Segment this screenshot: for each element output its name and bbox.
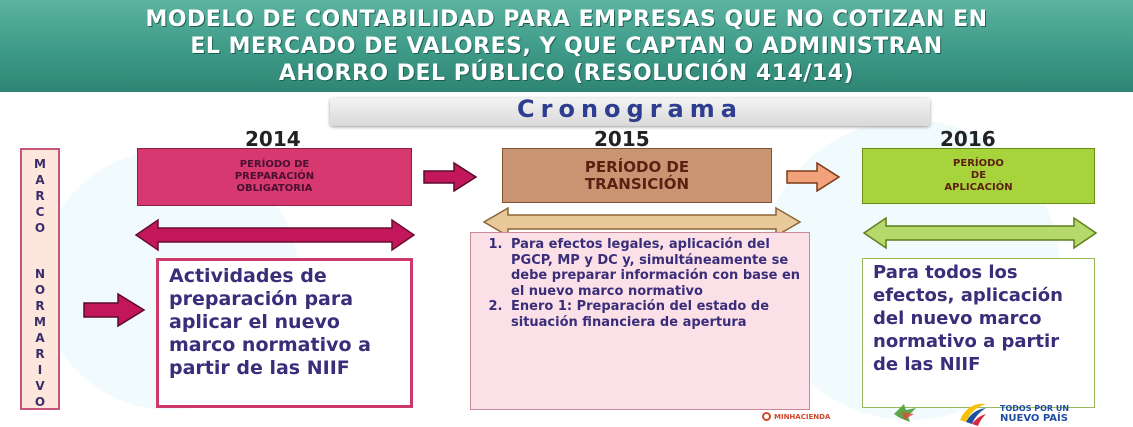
period-3-line-2: DE — [970, 170, 987, 181]
right-arrow-icon — [786, 161, 841, 193]
side-label-letter: O — [34, 395, 46, 409]
list-item: Enero 1: Preparación del estado de situa… — [507, 299, 801, 330]
side-label-letter: M — [34, 157, 46, 171]
ministry-logo: MINHACIENDA — [762, 412, 830, 421]
slogan-line-1: TODOS POR UN — [1000, 404, 1070, 413]
side-label-letter: O — [34, 221, 46, 235]
colombia-emblem-icon — [894, 404, 916, 422]
content-transicion: Para efectos legales, aplicación del PGC… — [470, 232, 810, 410]
slogan-text: TODOS POR UN NUEVO PAÍS — [1000, 404, 1069, 424]
double-arrow-icon — [134, 218, 416, 252]
flag-swoosh-icon — [960, 403, 986, 426]
side-label-letter: N — [34, 267, 46, 281]
period-3-line-3: APLICACIÓN — [944, 182, 1013, 193]
year-2014: 2014 — [245, 127, 301, 151]
double-arrow-icon — [862, 216, 1098, 250]
period-1-line-3: OBLIGATORIA — [236, 183, 313, 194]
period-preparacion: PERÍODO DE PREPARACIÓN OBLIGATORIA — [137, 148, 412, 206]
subtitle-bar — [330, 98, 930, 126]
period-1-line-2: PREPARACIÓN — [234, 171, 315, 182]
header-title-line-3: AHORRO DEL PÚBLICO (RESOLUCIÓN 414/14) — [278, 61, 855, 86]
header-banner: MODELO DE CONTABILIDAD PARA EMPRESAS QUE… — [0, 0, 1133, 92]
header-title-line-2: EL MERCADO DE VALORES, Y QUE CAPTAN O AD… — [190, 34, 943, 59]
period-1-line-1: PERÍODO DE — [239, 159, 310, 170]
content-preparacion: Actividades de preparación para aplicar … — [156, 258, 413, 408]
slogan-line-2: NUEVO PAÍS — [1000, 413, 1068, 424]
list-item: Para efectos legales, aplicación del PGC… — [507, 237, 801, 299]
year-2015: 2015 — [594, 127, 650, 151]
side-label-letter: A — [35, 331, 45, 345]
side-label-letter: C — [35, 205, 45, 219]
subtitle: Cronograma — [517, 95, 743, 123]
year-2016: 2016 — [940, 127, 996, 151]
period-2-line-1: PERÍODO DE — [584, 157, 690, 176]
content-aplicacion: Para todos los efectos, aplicación del n… — [862, 258, 1095, 408]
ministry-logo-icon — [762, 412, 771, 421]
side-label-letter: I — [37, 363, 43, 377]
side-label-letter: R — [35, 299, 45, 313]
side-label-letter: V — [35, 379, 45, 393]
side-label-letter: R — [35, 347, 45, 361]
header-title-line-1: MODELO DE CONTABILIDAD PARA EMPRESAS QUE… — [145, 7, 988, 32]
side-label-letter: A — [35, 173, 45, 187]
right-arrow-icon — [83, 292, 146, 328]
side-label-letter: O — [34, 283, 46, 297]
double-arrow-icon — [482, 206, 802, 238]
period-2-line-2: TRANSICIÓN — [584, 174, 690, 193]
side-label-letter: M — [34, 315, 46, 329]
period-aplicacion: PERÍODO DE APLICACIÓN — [862, 148, 1095, 204]
period-transicion: PERÍODO DE TRANSICIÓN — [502, 148, 772, 203]
side-label-letter: R — [35, 189, 45, 203]
ministry-logo-text: MINHACIENDA — [774, 412, 831, 421]
right-arrow-icon — [423, 161, 478, 193]
period-3-line-1: PERÍODO — [953, 158, 1004, 169]
